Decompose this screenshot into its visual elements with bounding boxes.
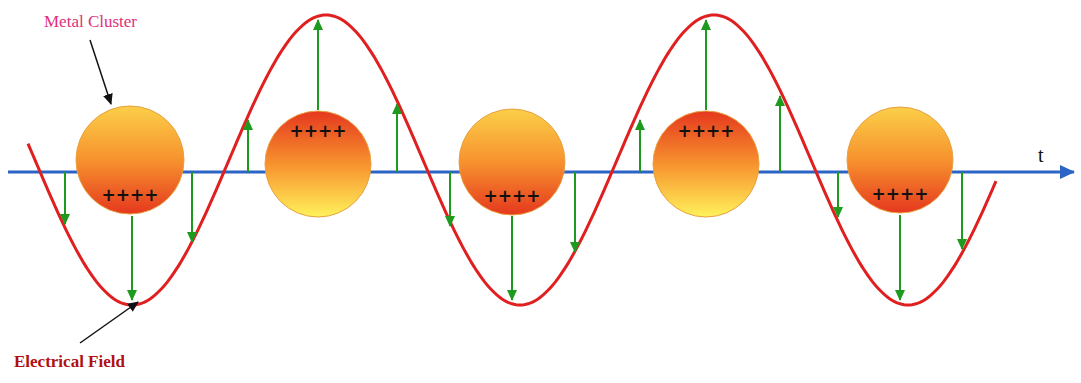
field-arrow	[131, 216, 133, 300]
field-arrow	[396, 104, 398, 172]
charge-label: ++++	[458, 187, 566, 206]
field-arrow	[247, 120, 249, 172]
charge-label: ++++	[846, 185, 954, 204]
axis-label: t	[1038, 144, 1044, 167]
field-arrow	[961, 172, 963, 249]
field-arrows	[65, 20, 962, 300]
field-arrow	[779, 96, 781, 172]
leader-line	[80, 302, 138, 343]
field-arrow	[64, 172, 66, 224]
charge-label: ++++	[264, 122, 372, 141]
leader-line	[90, 40, 111, 104]
callout-label: Electrical Field	[14, 352, 125, 372]
field-arrow	[317, 20, 319, 110]
metal-cluster: ++++	[458, 108, 566, 216]
field-arrow	[449, 172, 451, 226]
charge-label: ++++	[652, 122, 760, 141]
field-arrow	[574, 172, 576, 252]
field-arrow	[705, 20, 707, 110]
field-arrow	[837, 172, 839, 217]
field-wave	[28, 15, 996, 305]
metal-cluster: ++++	[264, 110, 372, 218]
metal-cluster: ++++	[846, 106, 954, 214]
field-arrow	[899, 215, 901, 300]
callout-label: Metal Cluster	[44, 12, 137, 32]
metal-cluster: ++++	[652, 110, 760, 218]
field-arrow	[191, 172, 193, 242]
charge-label: ++++	[75, 186, 185, 205]
metal-cluster: ++++	[75, 105, 185, 215]
field-arrow	[511, 216, 513, 300]
field-arrow	[639, 120, 641, 172]
